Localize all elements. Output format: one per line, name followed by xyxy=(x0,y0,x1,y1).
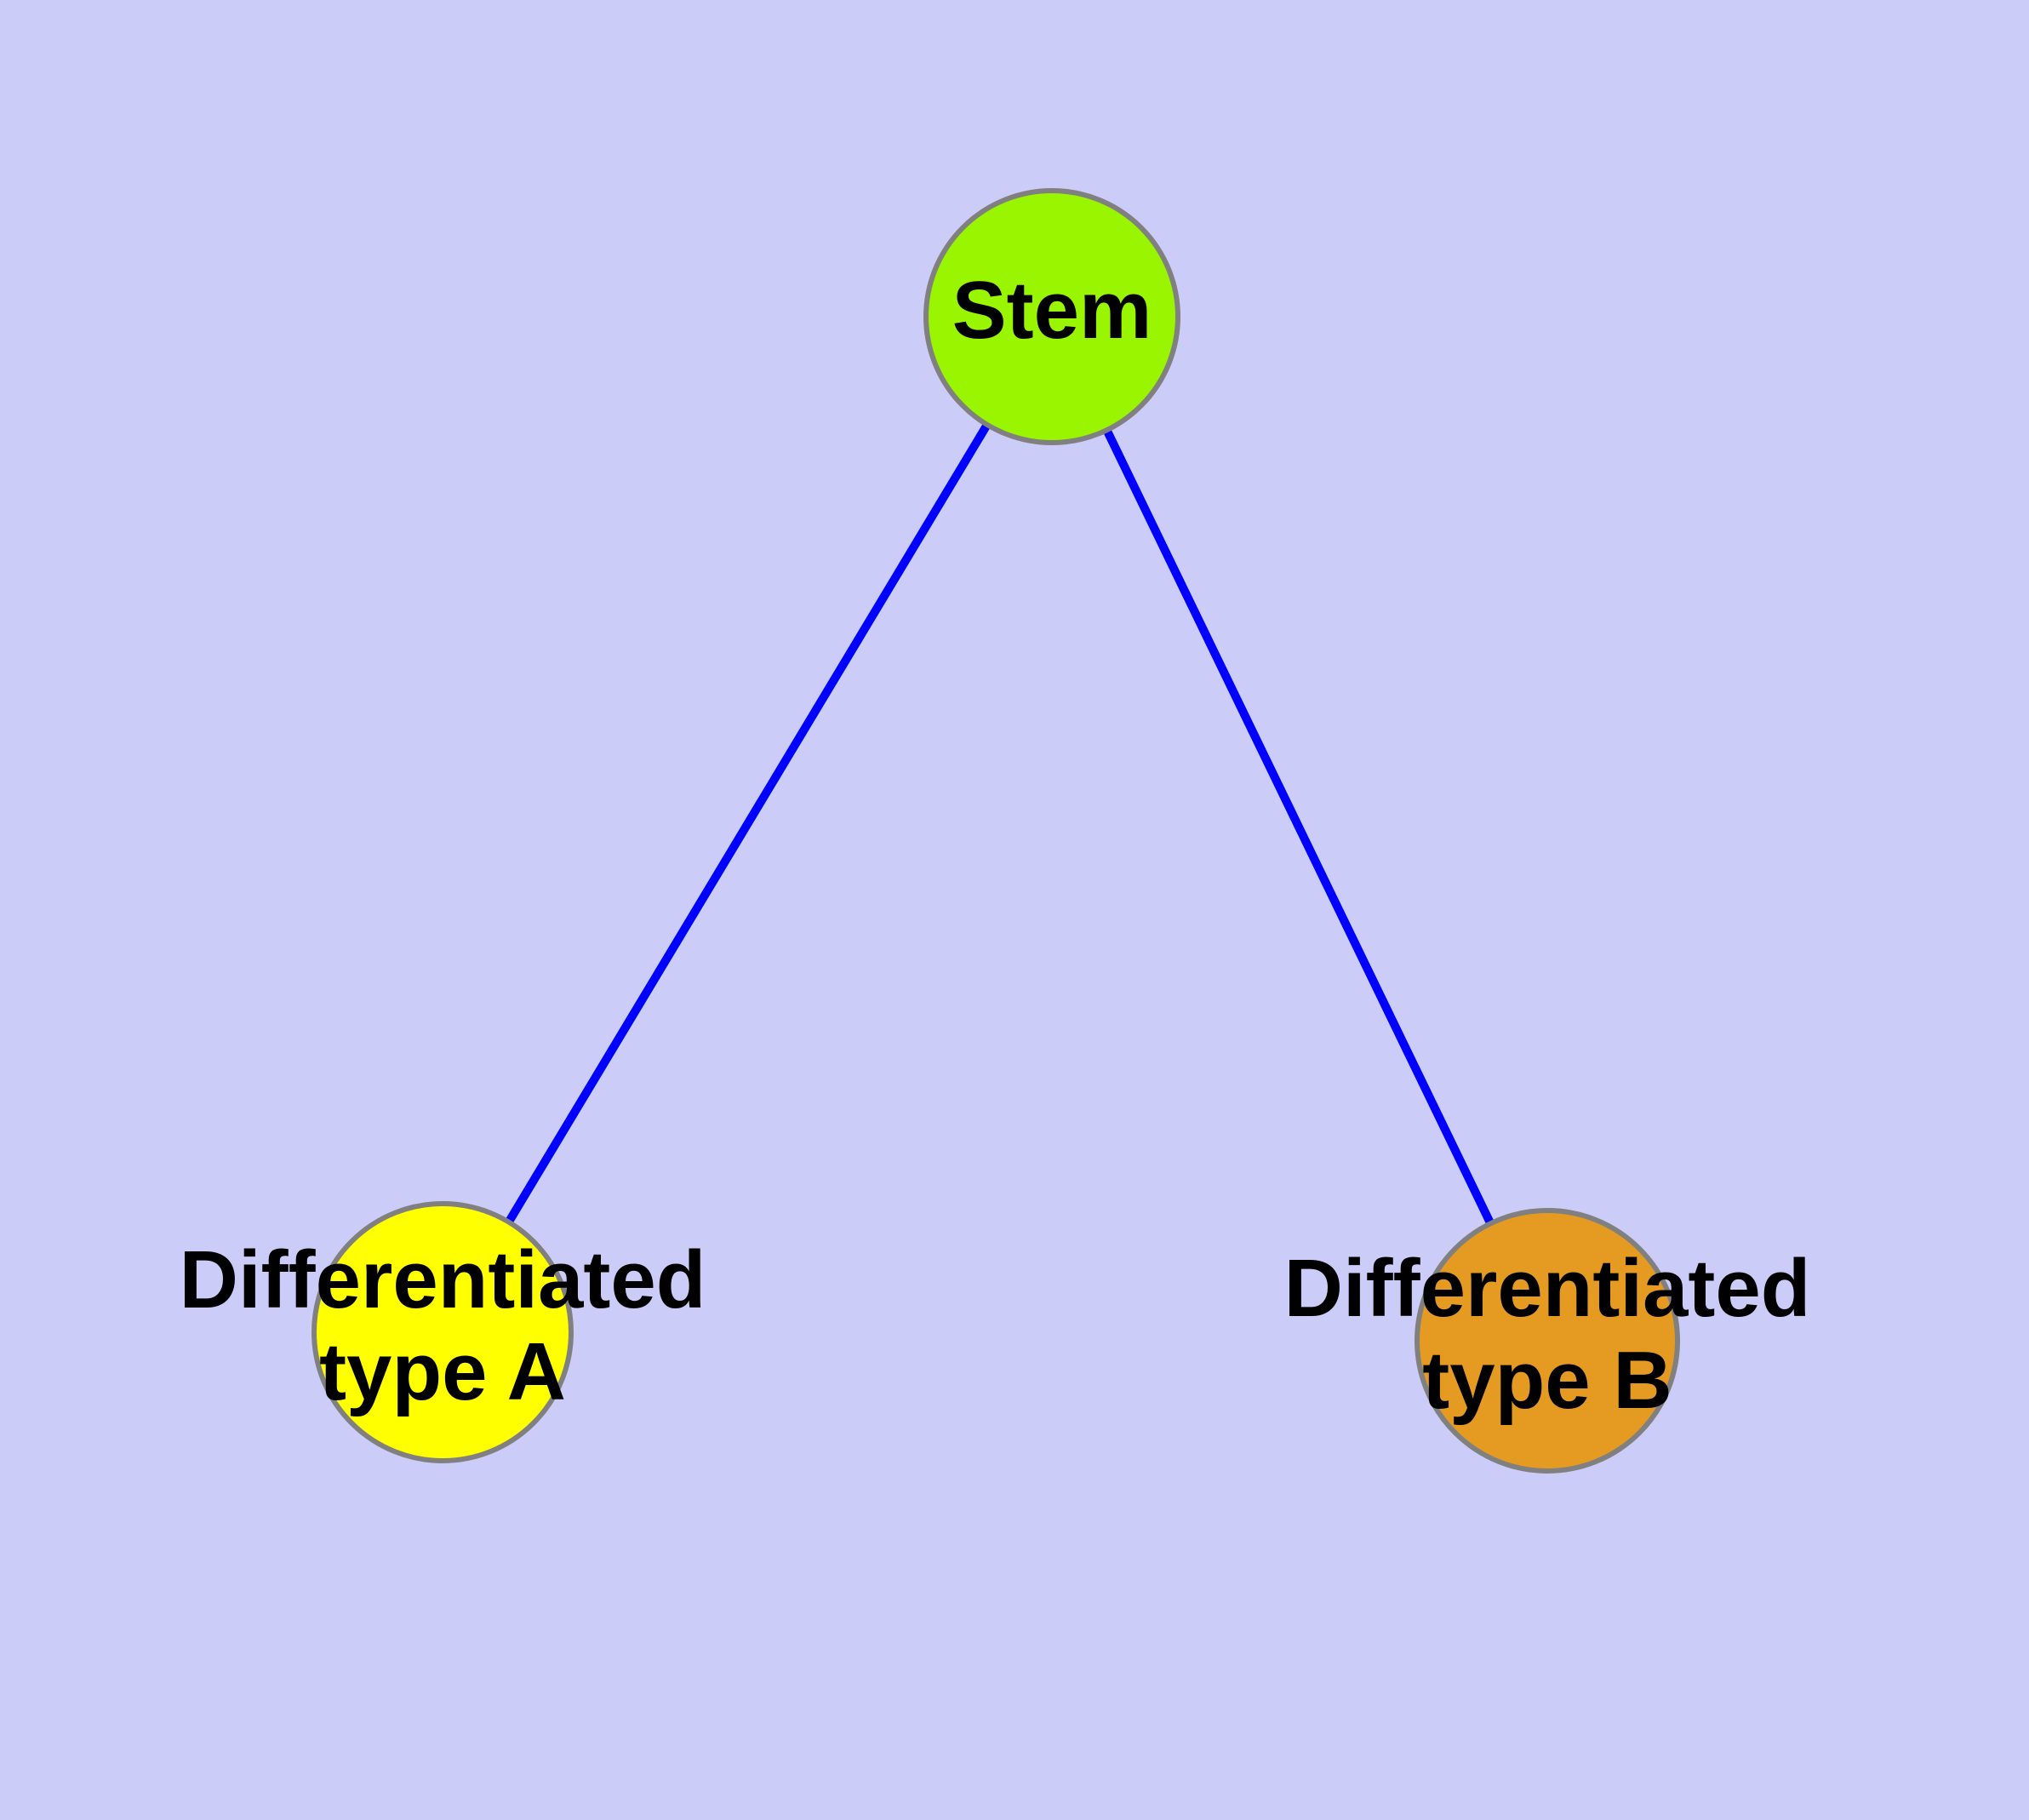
graph-node-label-line: type B xyxy=(1422,1335,1672,1426)
graph-node-label-line: type A xyxy=(319,1326,566,1417)
nodes-layer xyxy=(311,188,1680,1474)
graph-node-label-stem: Stem xyxy=(952,265,1152,356)
graph-node-diff_b[interactable] xyxy=(1415,1208,1680,1474)
graph-node-label-line: Stem xyxy=(952,265,1152,356)
graph-node-diff_a[interactable] xyxy=(311,1201,574,1463)
graph-node-label-line: Differentiated xyxy=(1284,1243,1811,1334)
graph-node-stem[interactable] xyxy=(923,188,1180,445)
graph-edge-stem-to-a[interactable] xyxy=(505,314,1056,1225)
edges-layer xyxy=(505,314,1495,1226)
graph-edge-stem-to-b[interactable] xyxy=(1048,314,1495,1226)
graph-node-label-line: Differentiated xyxy=(180,1234,706,1325)
